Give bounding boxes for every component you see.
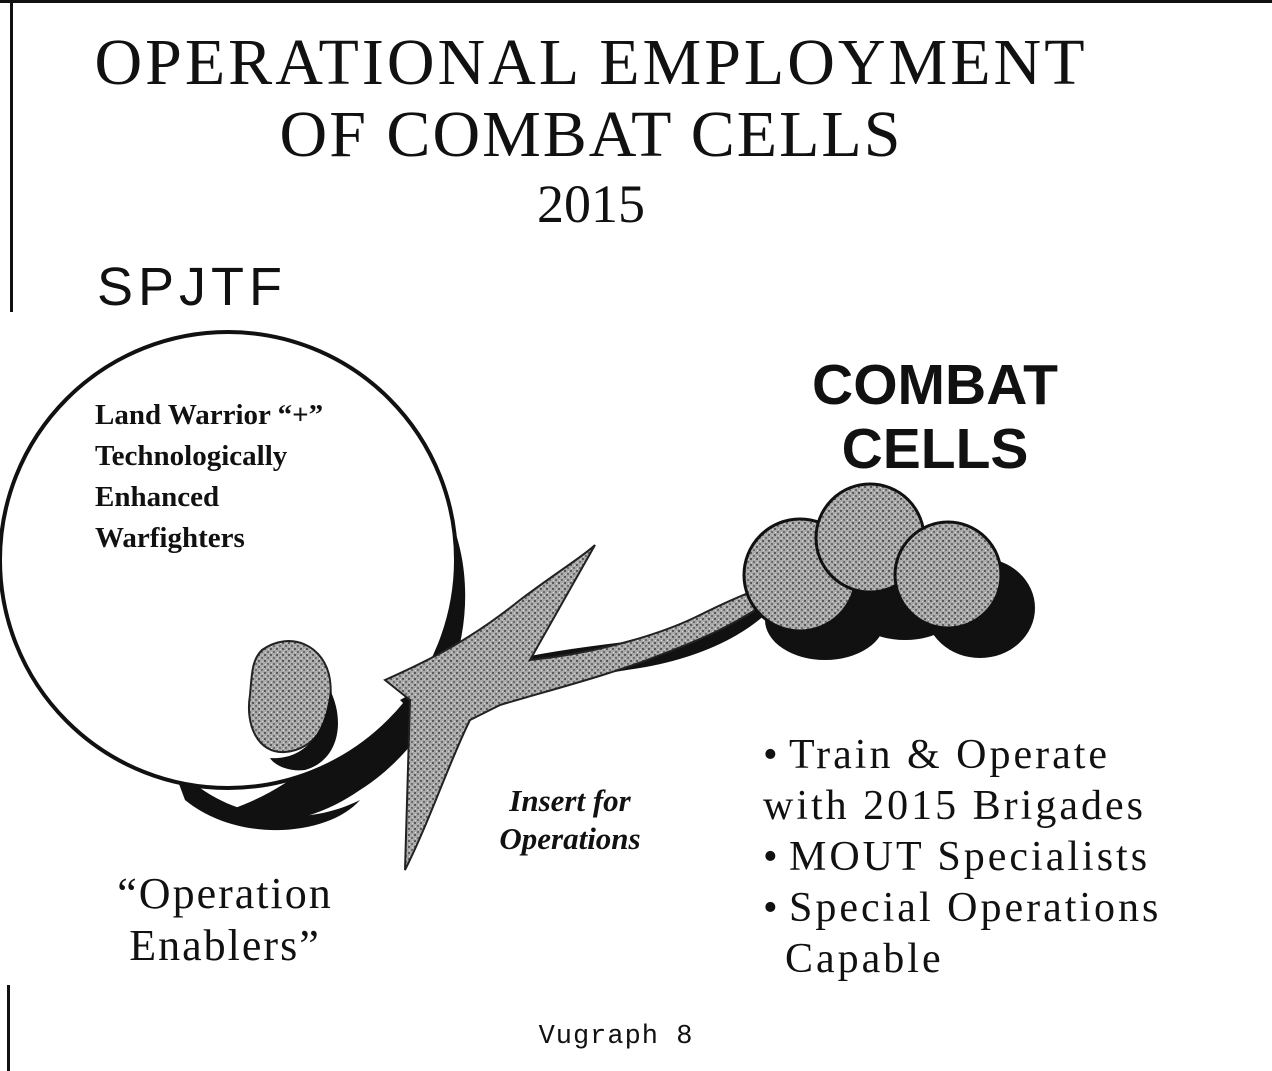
bullet-2: MOUT Specialists	[789, 834, 1150, 880]
combat-cell-3	[895, 522, 1001, 628]
bullet-3-line-1: Special Operations	[789, 885, 1161, 931]
slide-title: OPERATIONAL EMPLOYMENT OF COMBAT CELLS 2…	[0, 28, 1272, 236]
land-warrior-line-4: Warfighters	[95, 518, 323, 559]
operation-enablers-label: “Operation Enablers”	[90, 868, 360, 972]
spjtf-label: SPJTF	[97, 256, 287, 318]
list-item-continuation: with 2015 Brigades	[763, 781, 1263, 832]
combat-label-line-2: CELLS	[790, 417, 1080, 481]
insert-label-line-2: Operations	[470, 820, 670, 858]
land-warrior-line-1: Land Warrior “+”	[95, 395, 323, 436]
list-item: •Special Operations	[763, 883, 1263, 934]
bullet-icon: •	[763, 730, 789, 781]
enablers-line-2: Enablers”	[90, 920, 360, 972]
land-warrior-text: Land Warrior “+” Technologically Enhance…	[95, 395, 323, 559]
title-line-2: OF COMBAT CELLS	[0, 98, 1272, 172]
title-line-1: OPERATIONAL EMPLOYMENT	[0, 28, 1272, 98]
capabilities-list: •Train & Operate with 2015 Brigades •MOU…	[763, 730, 1263, 985]
bullet-1-line-1: Train & Operate	[789, 732, 1110, 778]
combat-cells-label: COMBAT CELLS	[790, 353, 1080, 481]
list-item: •MOUT Specialists	[763, 832, 1263, 883]
combat-label-line-1: COMBAT	[790, 353, 1080, 417]
land-warrior-line-3: Enhanced	[95, 477, 323, 518]
bullet-1-line-2: with 2015 Brigades	[763, 783, 1146, 829]
insert-for-operations-label: Insert for Operations	[470, 782, 670, 858]
bullet-icon: •	[763, 832, 789, 883]
land-warrior-line-2: Technologically	[95, 436, 323, 477]
bullet-icon: •	[763, 883, 789, 934]
insert-label-line-1: Insert for	[470, 782, 670, 820]
list-item: •Train & Operate	[763, 730, 1263, 781]
bullet-3-line-2: Capable	[785, 936, 944, 982]
title-year: 2015	[0, 172, 1272, 236]
list-item-continuation: Capable	[763, 934, 1263, 985]
vugraph-footer: Vugraph 8	[0, 1022, 1272, 1052]
enablers-line-1: “Operation	[90, 868, 360, 920]
